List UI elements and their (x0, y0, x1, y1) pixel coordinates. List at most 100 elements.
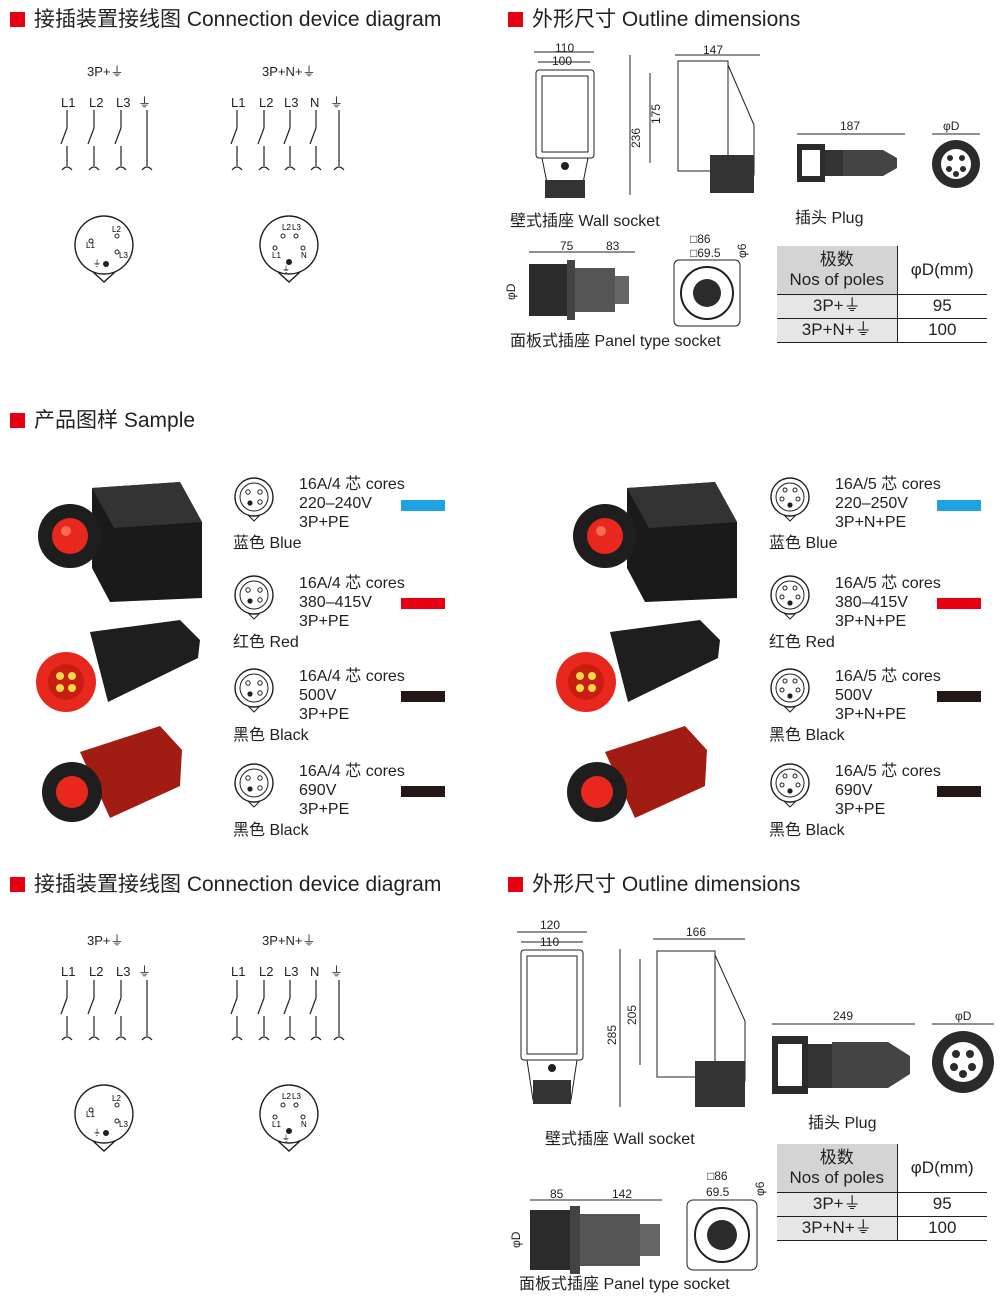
svg-text:⏚: ⏚ (282, 265, 290, 274)
wall-socket-side-drawing (629, 54, 760, 195)
color-swatch-black (401, 786, 445, 797)
panel-socket-photo (42, 726, 182, 822)
dim-wall-width-outer: 110 (555, 41, 575, 55)
wall-socket-front-drawing (534, 51, 595, 198)
svg-text:L3: L3 (292, 1092, 301, 1101)
table-row: 3P+N+⏚ 100 (777, 318, 987, 343)
dim-panel-depth-front: 75 (560, 239, 574, 253)
plug-face-drawing (932, 1023, 994, 1093)
dim-wall-width-outer: 120 (540, 918, 561, 932)
svg-text:L2: L2 (282, 1092, 291, 1101)
dim-panel-depth-back: 83 (606, 239, 620, 253)
dim-panel-hole: φ6 (753, 1181, 767, 1196)
table-header-diameter: φD(mm) (896, 246, 987, 295)
color-swatch-blue (937, 500, 981, 511)
color-name: 黑色 Black (233, 727, 309, 744)
red-square-bullet (508, 12, 523, 27)
dim-panel-square-outer: □86 (707, 1169, 728, 1183)
line-label-l1: L1 (61, 95, 76, 110)
plug-drawing (772, 1023, 915, 1094)
line-label-l3: L3 (284, 95, 299, 110)
svg-text:⏚: ⏚ (282, 1134, 290, 1143)
caption-wall-socket: 壁式插座 Wall socket (510, 213, 660, 230)
dim-plug-length: 249 (833, 1009, 854, 1023)
svg-text:L2: L2 (112, 1094, 121, 1103)
color-name: 蓝色 Blue (769, 535, 838, 552)
earth-icon: ⏚ (330, 95, 344, 110)
plug-photo (36, 620, 200, 712)
dim-panel-depth-front: 85 (550, 1187, 564, 1201)
line-label-l1: L1 (61, 964, 76, 979)
color-swatch-black (937, 691, 981, 702)
switch-schematic-3p (60, 110, 153, 171)
wall-socket-side-drawing (619, 938, 746, 1107)
color-swatch-red (937, 598, 981, 609)
socket-face-icon-5pin (770, 668, 810, 713)
svg-text:L1: L1 (272, 1120, 281, 1129)
caption-plug: 插头 Plug (808, 1115, 877, 1132)
line-label-l2: L2 (259, 95, 274, 110)
dim-panel-diameter: φD (509, 1231, 523, 1248)
color-name: 黑色 Black (769, 822, 845, 839)
socket-face-icon-4pin (234, 668, 274, 713)
dim-wall-depth: 166 (686, 925, 707, 939)
panel-socket-front-drawing (673, 259, 741, 327)
red-square-bullet (10, 413, 25, 428)
earth-icon: ⏚ (110, 64, 124, 79)
socket-face-icon-4pin (234, 763, 274, 808)
line-label-l3: L3 (284, 964, 299, 979)
line-label-n: N (310, 964, 320, 979)
dim-wall-width-inner: 100 (552, 54, 573, 68)
earth-icon: ⏚ (138, 95, 152, 110)
color-name: 黑色 Black (233, 822, 309, 839)
color-name: 红色 Red (233, 634, 299, 651)
dim-plug-diameter: φD (943, 119, 960, 133)
socket-face-icon-4pin (234, 477, 274, 522)
line-label-l3: L3 (116, 964, 131, 979)
red-square-bullet (10, 877, 25, 892)
svg-text:L1: L1 (86, 241, 95, 250)
plug-face-drawing (932, 133, 980, 188)
svg-text:L3: L3 (119, 1120, 128, 1129)
red-square-bullet (10, 12, 25, 27)
table-row: 3P+N+⏚ 100 (777, 1216, 987, 1241)
panel-socket-side-drawing (530, 1199, 662, 1274)
svg-text:N: N (301, 251, 307, 260)
dim-panel-square-outer: □86 (690, 232, 711, 246)
line-label-l2: L2 (89, 964, 104, 979)
panel-socket-front-drawing (686, 1199, 758, 1271)
svg-text:L1: L1 (272, 251, 281, 260)
svg-text:L3: L3 (119, 251, 128, 260)
wiring-label-3pn: 3P+N+⏚ (262, 933, 316, 948)
table-header-diameter: φD(mm) (896, 1144, 987, 1193)
socket-face-3p: L1 L2 L3 ⏚ (74, 215, 134, 283)
caption-wall-socket: 壁式插座 Wall socket (545, 1131, 695, 1148)
svg-text:⏚: ⏚ (93, 259, 101, 268)
caption-panel-socket: 面板式插座 Panel type socket (519, 1276, 730, 1293)
section-title-outline-top: 外形尺寸 Outline dimensions (508, 9, 800, 30)
line-label-l1: L1 (231, 95, 246, 110)
color-swatch-red (401, 598, 445, 609)
svg-text:L2: L2 (282, 223, 291, 232)
switch-schematic-3p (60, 980, 153, 1041)
svg-text:L1: L1 (86, 1110, 95, 1119)
socket-face-3pn: L2 L3 L1 N ⏚ (259, 215, 319, 283)
plug-photo (556, 620, 720, 712)
wiring-label-3pn: 3P+N+⏚ (262, 64, 316, 79)
dim-panel-square-inner: □69.5 (690, 246, 721, 260)
table-row: 3P+⏚ 95 (777, 294, 987, 319)
section-title-connection-top: 接插装置接线图 Connection device diagram (10, 9, 441, 30)
color-name: 红色 Red (769, 634, 835, 651)
svg-text:⏚: ⏚ (93, 1128, 101, 1137)
line-label-n: N (310, 95, 320, 110)
table-row: 3P+⏚ 95 (777, 1192, 987, 1217)
dim-plug-diameter: φD (955, 1009, 972, 1023)
